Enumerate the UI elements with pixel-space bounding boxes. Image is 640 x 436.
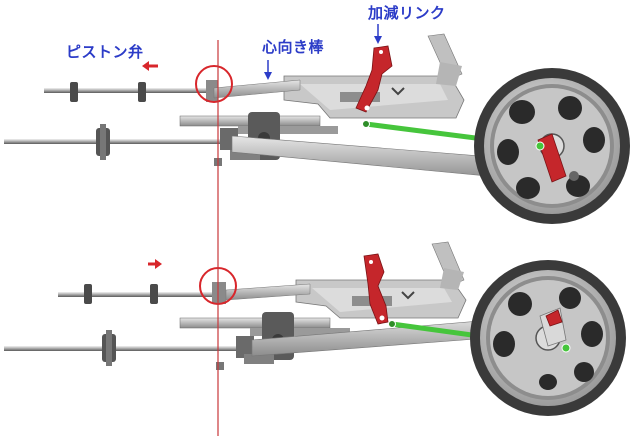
arrow-down-icon bbox=[264, 60, 272, 80]
driving-wheel-lower bbox=[470, 260, 626, 416]
arrow-right-icon bbox=[148, 259, 162, 269]
upper-state bbox=[4, 24, 630, 224]
arrow-left-icon bbox=[142, 61, 158, 71]
highlight-circle-icon bbox=[195, 65, 233, 103]
radius-rod-label: 心向き棒 bbox=[262, 38, 325, 56]
radius-rod-lower bbox=[225, 283, 311, 301]
lower-state bbox=[4, 241, 626, 416]
driving-wheel-upper bbox=[474, 68, 630, 224]
combination-lever-upper bbox=[355, 45, 393, 113]
arrow-down-icon bbox=[374, 24, 382, 44]
piston-valve-label: ピストン弁 bbox=[66, 43, 144, 61]
radius-rod-upper bbox=[213, 79, 301, 99]
piston-rod-upper bbox=[4, 124, 244, 160]
piston-valve-lower bbox=[58, 282, 234, 304]
combination-lever-label: 加減リンク bbox=[368, 4, 446, 22]
combination-lever-lower bbox=[363, 253, 389, 325]
piston-rod-lower bbox=[4, 330, 254, 366]
